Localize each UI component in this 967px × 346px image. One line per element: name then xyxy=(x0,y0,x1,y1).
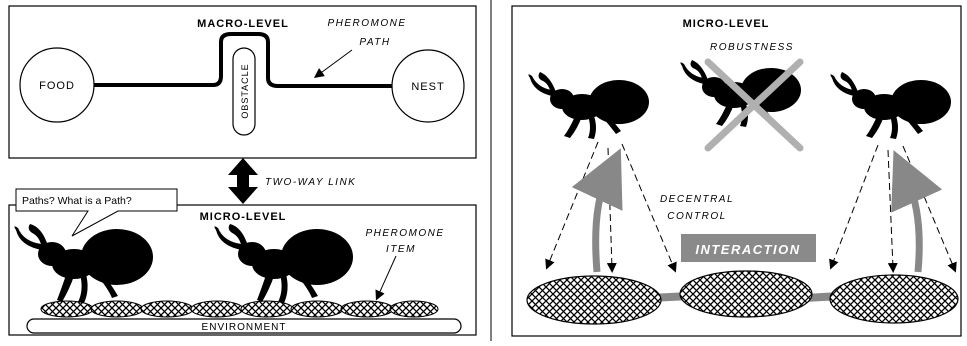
nest-label: NEST xyxy=(411,81,444,93)
pheromone-field xyxy=(680,271,812,317)
two-way-link-label: TWO-WAY LINK xyxy=(265,177,356,188)
pheromone-path-label-1: PHEROMONE xyxy=(327,18,406,29)
obstacle-label: OBSTACLE xyxy=(240,63,250,118)
pheromone-field xyxy=(527,276,661,324)
interaction-label: INTERACTION xyxy=(695,242,800,257)
decentral-control-label-2: CONTROL xyxy=(667,211,726,222)
pheromone-item-label-2: ITEM xyxy=(386,244,416,255)
macro-level-title: MACRO-LEVEL xyxy=(197,18,289,30)
speech-bubble-text: Paths? What is a Path? xyxy=(22,195,132,207)
pheromone-field xyxy=(830,275,958,323)
micro-level-title-left: MICRO-LEVEL xyxy=(200,211,287,223)
robustness-label: ROBUSTNESS xyxy=(710,42,794,53)
pheromone-item-label-1: PHEROMONE xyxy=(365,228,444,239)
pheromone-item xyxy=(291,301,343,317)
decentral-control-label-1: DECENTRAL xyxy=(660,194,734,205)
micro-level-title-right: MICRO-LEVEL xyxy=(683,18,770,30)
pheromone-item xyxy=(191,301,243,317)
pheromone-item xyxy=(141,301,193,317)
pheromone-item xyxy=(91,301,143,317)
two-way-link-arrow xyxy=(228,158,258,204)
pheromone-item xyxy=(390,301,438,317)
pheromone-path-label-2: PATH xyxy=(359,37,390,48)
environment-label: ENVIRONMENT xyxy=(202,322,287,333)
pheromone-item xyxy=(241,301,293,317)
pheromone-item xyxy=(341,301,393,317)
food-label: FOOD xyxy=(39,80,75,92)
pheromone-item xyxy=(41,301,93,317)
